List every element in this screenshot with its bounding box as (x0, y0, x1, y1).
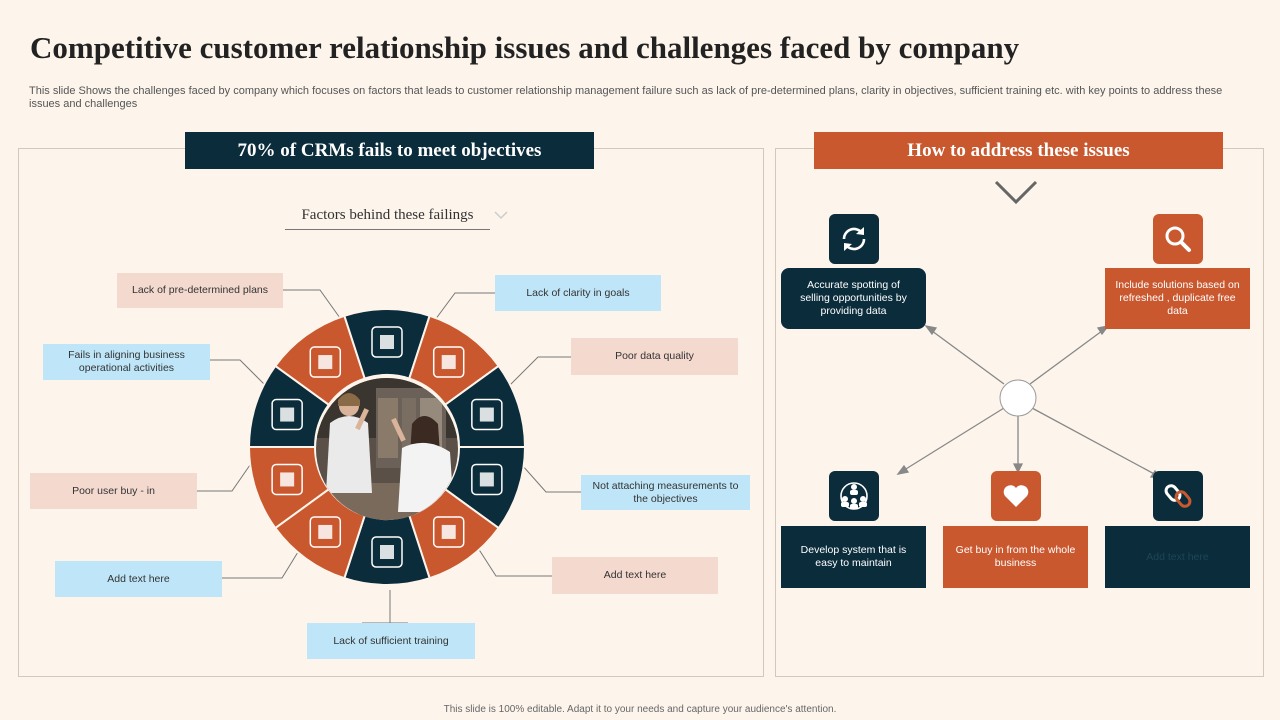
label-clarity-in-goals: Lack of clarity in goals (495, 275, 661, 311)
label-aligning-operations: Fails in aligning business operational a… (43, 344, 210, 380)
person-icon (471, 463, 503, 496)
folder-icon (309, 346, 342, 378)
pen-icon (371, 536, 403, 568)
label-sufficient-training: Lack of sufficient training (307, 623, 475, 659)
label-add-text-1: Add text here (55, 561, 222, 597)
presentation-icon (471, 398, 503, 431)
pen-tool-icon (432, 346, 465, 378)
search-icon-box (1153, 214, 1203, 264)
factor-connectors (197, 289, 581, 624)
solutions-connectors (896, 180, 1163, 479)
ruler-icon (371, 326, 403, 358)
heart-icon-box (991, 471, 1041, 521)
label-add-text-2: Add text here (552, 557, 718, 594)
signpost-icon (309, 516, 342, 548)
heart-icon (1003, 485, 1029, 507)
factors-title: Factors behind these failings (285, 207, 490, 230)
label-poor-data-quality: Poor data quality (571, 338, 738, 375)
include-solutions-box: Include solutions based on refreshed , d… (1105, 268, 1250, 329)
link-icon (1164, 484, 1192, 508)
link-icon-box (1153, 471, 1203, 521)
address-issues-header: How to address these issues (814, 132, 1223, 169)
page-title: Competitive customer relationship issues… (30, 30, 1020, 65)
label-measurements: Not attaching measurements to the object… (581, 475, 750, 510)
chevron-down-icon (494, 211, 508, 220)
sync-icon (842, 227, 866, 251)
signpost-icon (271, 463, 303, 496)
crm-failure-header: 70% of CRMs fails to meet objectives (185, 132, 594, 169)
label-poor-user-buy-in: Poor user buy - in (30, 473, 197, 509)
telescope-icon (271, 398, 303, 431)
page-subtitle: This slide Shows the challenges faced by… (29, 85, 1223, 110)
footer-note: This slide is 100% editable. Adapt it to… (443, 704, 837, 715)
team-icon (432, 516, 465, 548)
network-icon (840, 482, 868, 510)
sync-icon-box (829, 214, 879, 264)
get-buy-in-box: Get buy in from the whole business (943, 526, 1088, 588)
develop-system-box: Develop system that is easy to maintain (781, 526, 926, 588)
accurate-spotting-box: Accurate spotting of selling opportuniti… (781, 268, 926, 329)
network-icon-box (829, 471, 879, 521)
add-text-box: Add text here (1105, 526, 1250, 588)
search-icon (1165, 226, 1191, 252)
factors-wheel (247, 308, 527, 586)
team-high-five-photo (316, 378, 458, 520)
label-pre-determined-plans: Lack of pre-determined plans (117, 273, 283, 308)
